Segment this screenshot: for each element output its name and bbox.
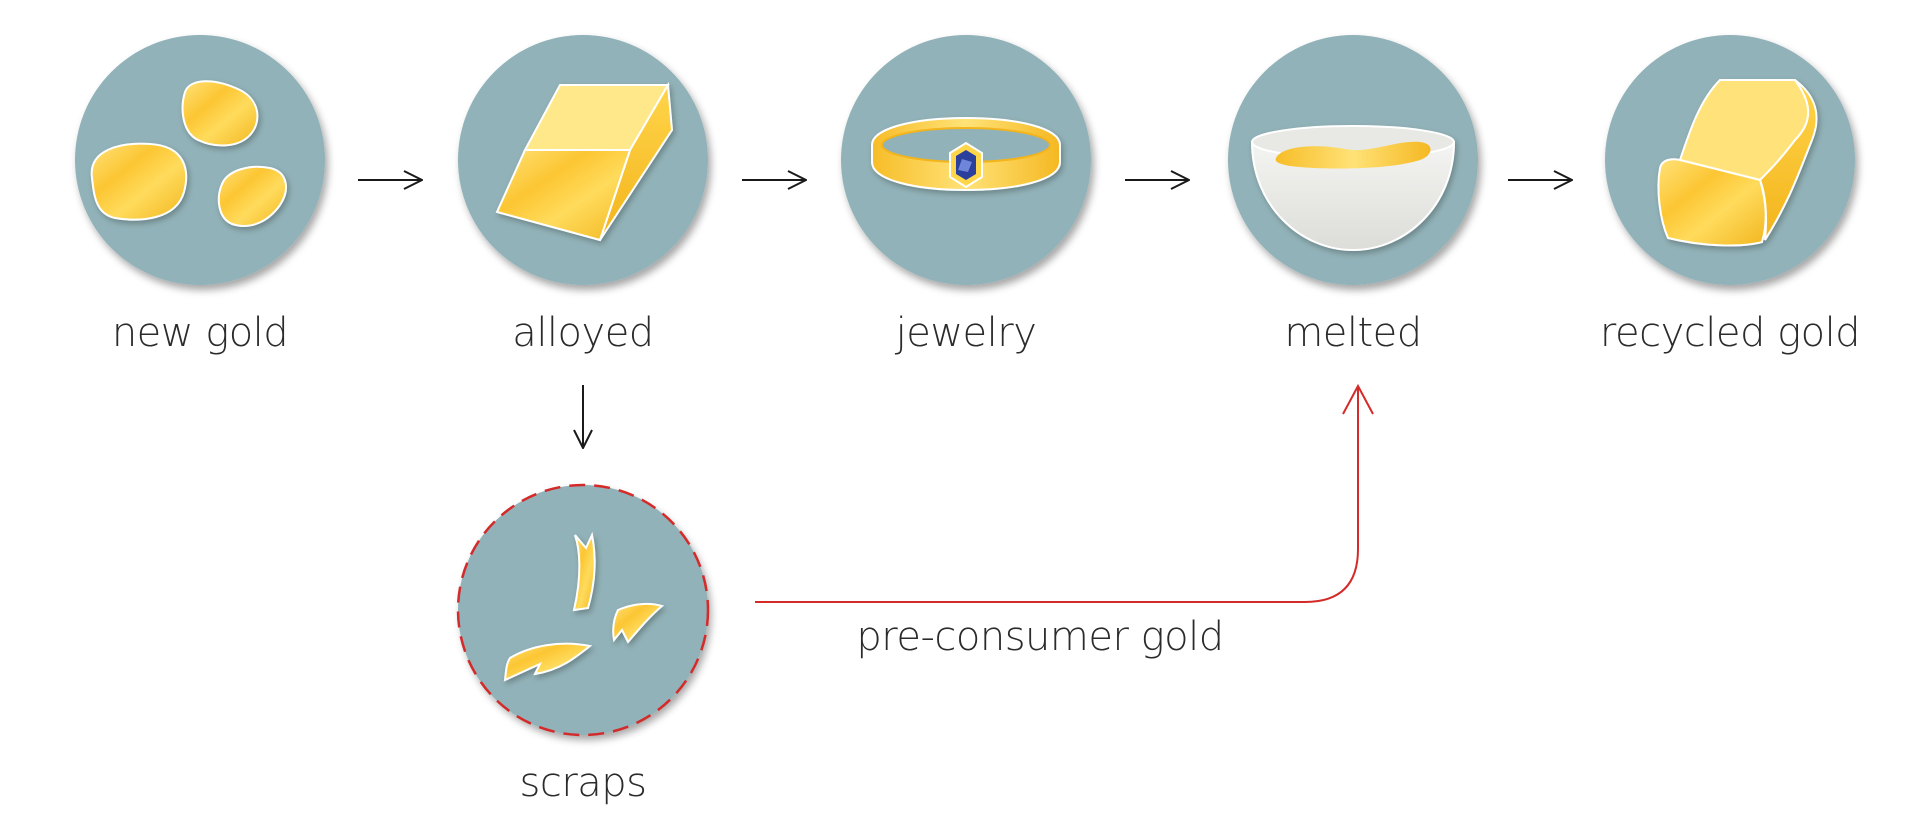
pre-consumer-arrowhead [1342, 383, 1374, 415]
label-pre-consumer-gold: pre-consumer gold [856, 614, 1224, 660]
stage-jewelry [841, 35, 1091, 285]
melting-bowl-icon [1250, 125, 1456, 252]
stage-scraps [456, 483, 710, 737]
recycled-gold-icon [1657, 79, 1818, 247]
gold-scraps-icon [503, 531, 665, 682]
ring-icon [871, 116, 1061, 192]
label-new-gold: new gold [111, 310, 289, 356]
stage-new-gold [75, 35, 325, 285]
label-alloyed: alloyed [512, 310, 654, 356]
gold-nuggets-icon [90, 80, 287, 227]
scraps-dashed-outline [456, 483, 710, 737]
label-recycled-gold: recycled gold [1599, 310, 1861, 356]
stage-recycled-gold [1605, 35, 1855, 285]
label-jewelry: jewelry [895, 310, 1037, 356]
gold-bar-icon [495, 81, 674, 242]
label-melted: melted [1284, 310, 1422, 356]
label-scraps: scraps [519, 760, 647, 806]
stage-melted [1228, 35, 1478, 285]
pre-consumer-path [755, 388, 1359, 603]
stage-alloyed [458, 35, 708, 285]
